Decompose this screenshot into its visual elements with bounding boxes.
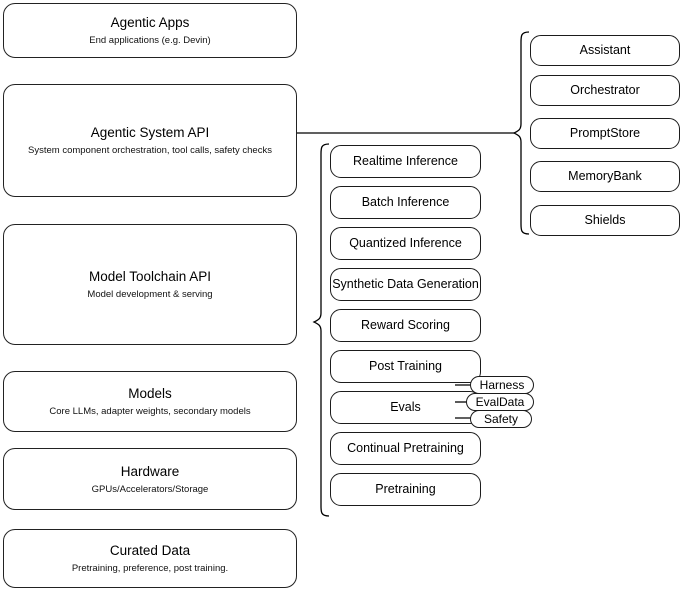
component-label: Post Training <box>369 359 442 373</box>
component-label: Orchestrator <box>570 83 640 97</box>
layer-subtitle: GPUs/Accelerators/Storage <box>91 483 209 495</box>
layer-subtitle: Pretraining, preference, post training. <box>71 563 229 574</box>
component-quantized-inference[interactable]: Quantized Inference <box>330 227 481 260</box>
layer-agentic-apps[interactable]: Agentic Apps End applications (e.g. Devi… <box>3 3 297 58</box>
component-shields[interactable]: Shields <box>530 205 680 236</box>
component-promptstore[interactable]: PromptStore <box>530 118 680 149</box>
component-reward-scoring[interactable]: Reward Scoring <box>330 309 481 342</box>
layer-title: Agentic System API <box>90 125 210 140</box>
component-realtime-inference[interactable]: Realtime Inference <box>330 145 481 178</box>
component-label: MemoryBank <box>568 169 642 183</box>
evals-subcomponent-safety[interactable]: Safety <box>470 410 532 428</box>
component-post-training[interactable]: Post Training <box>330 350 481 383</box>
layer-subtitle: End applications (e.g. Devin) <box>89 35 211 46</box>
component-label: Reward Scoring <box>361 318 450 332</box>
pill-label: Harness <box>479 378 525 392</box>
layer-title: Hardware <box>120 463 180 479</box>
component-label: PromptStore <box>569 126 641 140</box>
component-label: Shields <box>584 213 626 227</box>
brace-toolchain-components <box>312 143 330 517</box>
layer-models[interactable]: Models Core LLMs, adapter weights, secon… <box>3 371 297 432</box>
component-pretraining[interactable]: Pretraining <box>330 473 481 506</box>
layer-title: Curated Data <box>109 543 191 558</box>
component-label: Batch Inference <box>361 195 450 209</box>
pill-label: EvalData <box>475 395 525 409</box>
evals-subcomponent-harness[interactable]: Harness <box>470 376 534 394</box>
component-synthetic-data-generation[interactable]: Synthetic Data Generation <box>330 268 481 301</box>
layer-agentic-system-api[interactable]: Agentic System API System component orch… <box>3 84 297 197</box>
evals-subcomponent-evaldata[interactable]: EvalData <box>466 393 534 411</box>
layer-curated-data[interactable]: Curated Data Pretraining, preference, po… <box>3 529 297 588</box>
layer-title: Models <box>128 386 172 401</box>
layer-hardware[interactable]: Hardware GPUs/Accelerators/Storage <box>3 448 297 510</box>
component-label: Continual Pretraining <box>347 441 464 455</box>
brace-agentic-components <box>512 31 530 235</box>
layer-title: Agentic Apps <box>110 15 190 30</box>
component-label: Evals <box>390 400 421 414</box>
component-label: Assistant <box>579 43 631 57</box>
component-label: Pretraining <box>375 482 436 496</box>
layer-title: Model Toolchain API <box>88 269 212 284</box>
component-label: Synthetic Data Generation <box>332 277 479 291</box>
layer-subtitle: System component orchestration, tool cal… <box>28 145 272 156</box>
component-batch-inference[interactable]: Batch Inference <box>330 186 481 219</box>
component-memorybank[interactable]: MemoryBank <box>530 161 680 192</box>
pill-label: Safety <box>483 412 519 426</box>
layer-subtitle: Core LLMs, adapter weights, secondary mo… <box>49 406 251 417</box>
component-label: Quantized Inference <box>349 236 462 250</box>
component-orchestrator[interactable]: Orchestrator <box>530 75 680 106</box>
component-evals[interactable]: Evals <box>330 391 481 424</box>
layer-subtitle: Model development & serving <box>87 289 213 300</box>
component-assistant[interactable]: Assistant <box>530 35 680 66</box>
component-label: Realtime Inference <box>353 154 458 168</box>
layer-model-toolchain-api[interactable]: Model Toolchain API Model development & … <box>3 224 297 345</box>
component-continual-pretraining[interactable]: Continual Pretraining <box>330 432 481 465</box>
